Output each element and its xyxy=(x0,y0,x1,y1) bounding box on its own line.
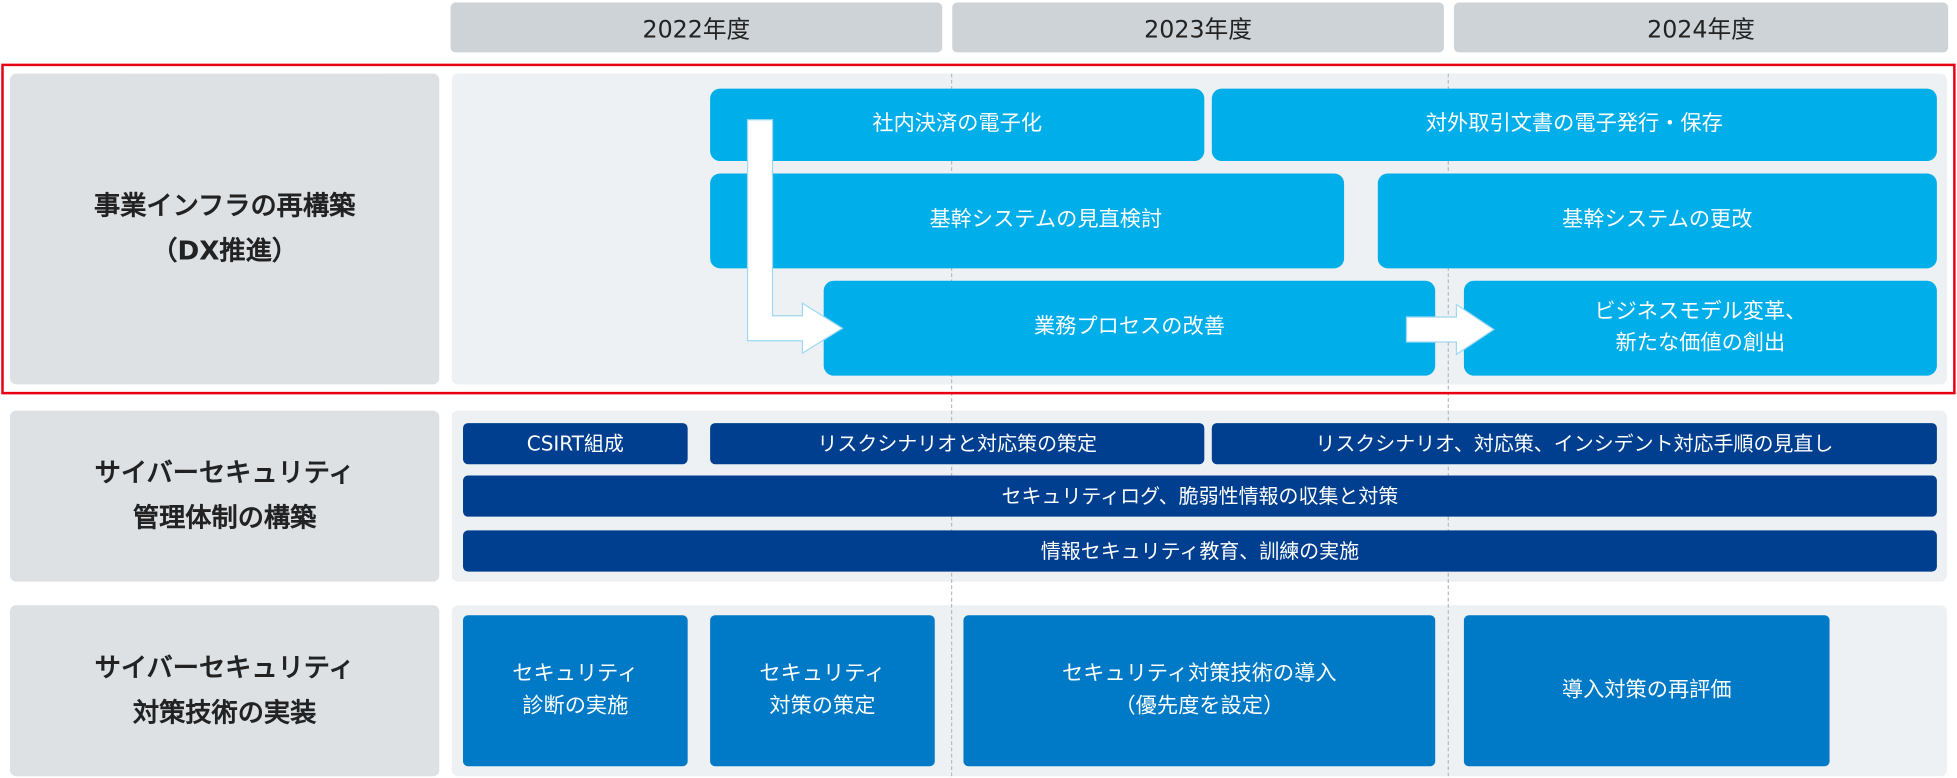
row-label-dx: 事業インフラの再構築 （DX推進） xyxy=(9,73,440,385)
item-internal-approval: 社内決済の電子化 xyxy=(710,88,1205,161)
highlight-frame xyxy=(1,63,1956,395)
item-security-measures: セキュリティ 対策の策定 xyxy=(710,615,935,767)
item-reevaluation: 導入対策の再評価 xyxy=(1463,615,1830,767)
year-header-2023: 2023年度 xyxy=(952,2,1444,53)
item-business-process: 業務プロセスの改善 xyxy=(823,280,1436,376)
item-security-tech-introduction: セキュリティ対策技術の導入 （優先度を設定） xyxy=(963,615,1436,767)
item-risk-review: リスクシナリオ、対応策、インシデント対応手順の見直し xyxy=(1211,423,1937,465)
row-label-management: サイバーセキュリティ 管理体制の構築 xyxy=(9,410,440,582)
year-header-2024: 2024年度 xyxy=(1453,2,1949,53)
item-security-diagnosis: セキュリティ 診断の実施 xyxy=(463,615,688,767)
year-header-2022: 2022年度 xyxy=(450,2,943,53)
row-label-technology: サイバーセキュリティ 対策技術の実装 xyxy=(9,605,440,777)
item-core-system-update: 基幹システムの更改 xyxy=(1377,173,1937,269)
item-csirt: CSIRT組成 xyxy=(463,423,688,465)
item-external-documents: 対外取引文書の電子発行・保存 xyxy=(1211,88,1937,161)
item-core-system-review: 基幹システムの見直検討 xyxy=(710,173,1345,269)
item-security-training: 情報セキュリティ教育、訓練の実施 xyxy=(463,530,1937,572)
item-risk-scenario: リスクシナリオと対応策の策定 xyxy=(710,423,1205,465)
item-security-log: セキュリティログ、脆弱性情報の収集と対策 xyxy=(463,475,1937,517)
item-business-model: ビジネスモデル変革、 新たな価値の創出 xyxy=(1463,280,1937,376)
